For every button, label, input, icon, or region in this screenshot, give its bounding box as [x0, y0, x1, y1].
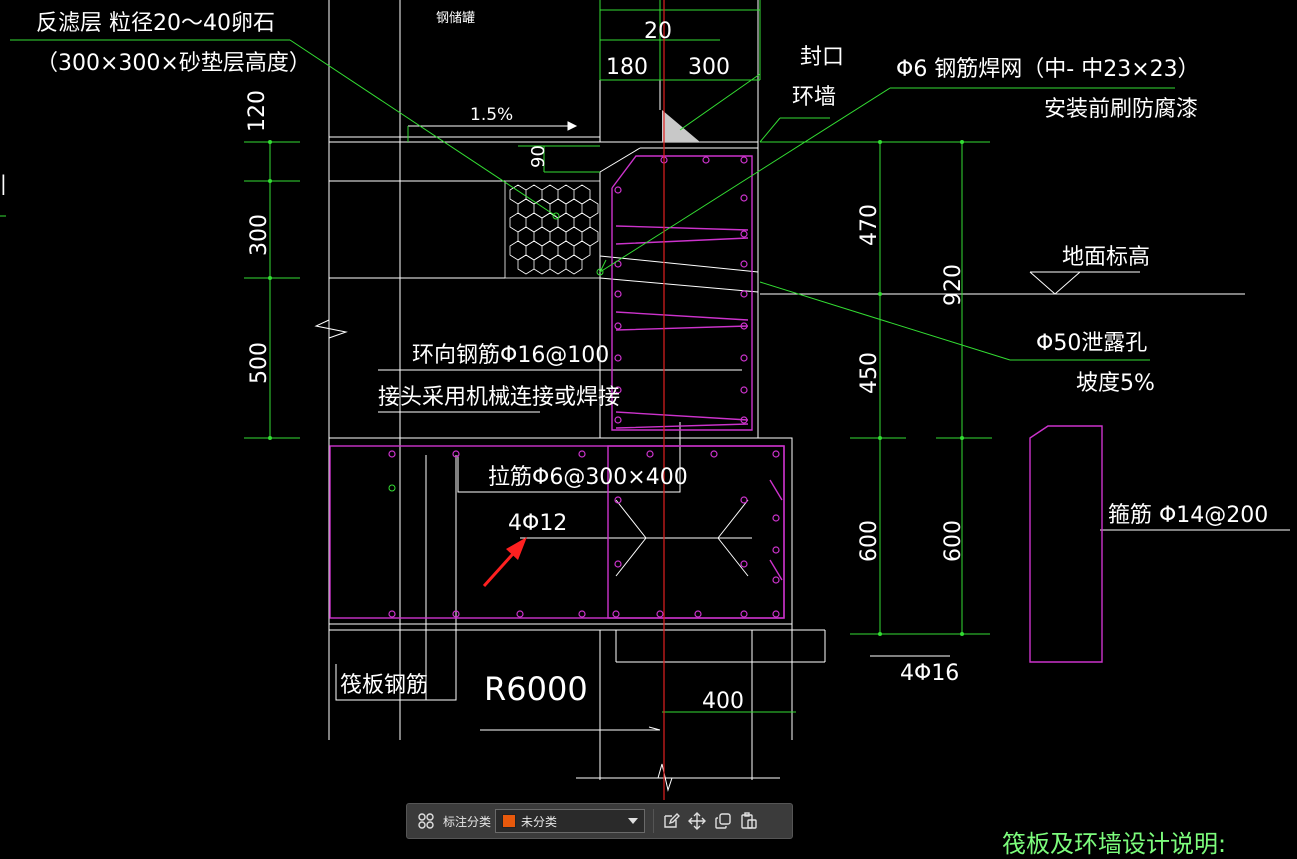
- move-icon[interactable]: [684, 808, 710, 834]
- dim-450: 450: [857, 352, 882, 394]
- design-note-title: 筏板及环墙设计说明:: [1002, 830, 1226, 858]
- dim-920: 920: [941, 264, 966, 306]
- annotation-toolbar: 标注分类 未分类: [406, 803, 793, 839]
- dim-600-a: 600: [857, 520, 882, 562]
- ring-wall-label: 环墙: [792, 85, 836, 110]
- annotation-category-label: 标注分类: [443, 814, 492, 829]
- dim-400: 400: [702, 689, 744, 714]
- dim-90: 90: [528, 145, 549, 168]
- dim-600-b: 600: [941, 520, 966, 562]
- seal-label: 封口: [800, 45, 844, 70]
- hoop-rebar-label: 环向钢筋Φ16@100: [412, 343, 609, 368]
- edit-icon[interactable]: [658, 808, 684, 834]
- tank-label: 钢储罐: [436, 11, 475, 26]
- vent-slope-label: 坡度5%: [1076, 371, 1155, 396]
- rebar-4phi12-label: 4Φ12: [508, 511, 567, 536]
- ground-level-label: 地面标高: [1062, 245, 1150, 270]
- dimension-lines: [0, 0, 1175, 713]
- radius-label: R6000: [484, 670, 588, 708]
- category-select-value: 未分类: [521, 814, 558, 829]
- rebar-4phi16-label: 4Φ16: [900, 661, 959, 686]
- mesh-note: 安装前刷防腐漆: [1044, 97, 1198, 122]
- paste-icon[interactable]: [736, 808, 762, 834]
- chevron-down-icon: [628, 814, 639, 828]
- filter-layer-label: 反滤层 粒径20～40卵石: [36, 11, 275, 36]
- category-color-swatch: [502, 814, 517, 828]
- dim-470: 470: [857, 204, 882, 246]
- dim-ticks: [268, 140, 964, 636]
- stirrup-label: 箍筋 Φ14@200: [1108, 503, 1268, 528]
- red-arrow-icon: [482, 537, 527, 588]
- dim-180: 180: [606, 55, 648, 80]
- toolbar-divider: [653, 809, 655, 833]
- seal-triangle: [662, 110, 700, 142]
- joint-method-label: 接头采用机械连接或焊接: [378, 385, 620, 410]
- annotation-category-select[interactable]: 未分类: [495, 809, 646, 833]
- rebar-section: [329, 155, 1103, 663]
- dim-20: 20: [644, 19, 672, 44]
- grid-four-icon[interactable]: [413, 808, 439, 834]
- tie-rebar-label: 拉筋Φ6@300×400: [488, 465, 688, 490]
- gravel-filter-hatch: [504, 180, 601, 279]
- left-edge-mark: |: [0, 171, 7, 195]
- mesh-label: Φ6 钢筋焊网（中- 中23×23）: [896, 57, 1200, 82]
- dim-120: 120: [245, 90, 270, 132]
- slope-label: 1.5%: [470, 105, 513, 125]
- copy-icon[interactable]: [710, 808, 736, 834]
- structure-lines: [314, 0, 1290, 792]
- dim-500-left: 500: [247, 342, 272, 384]
- filter-layer-size: （300×300×砂垫层高度）: [36, 51, 311, 76]
- dim-300-left: 300: [247, 214, 272, 256]
- vent-hole-label: Φ50泄露孔: [1036, 331, 1147, 356]
- rebar-dots: [388, 156, 780, 618]
- dim-300-top: 300: [688, 55, 730, 80]
- raft-rebar-label: 筏板钢筋: [340, 673, 428, 698]
